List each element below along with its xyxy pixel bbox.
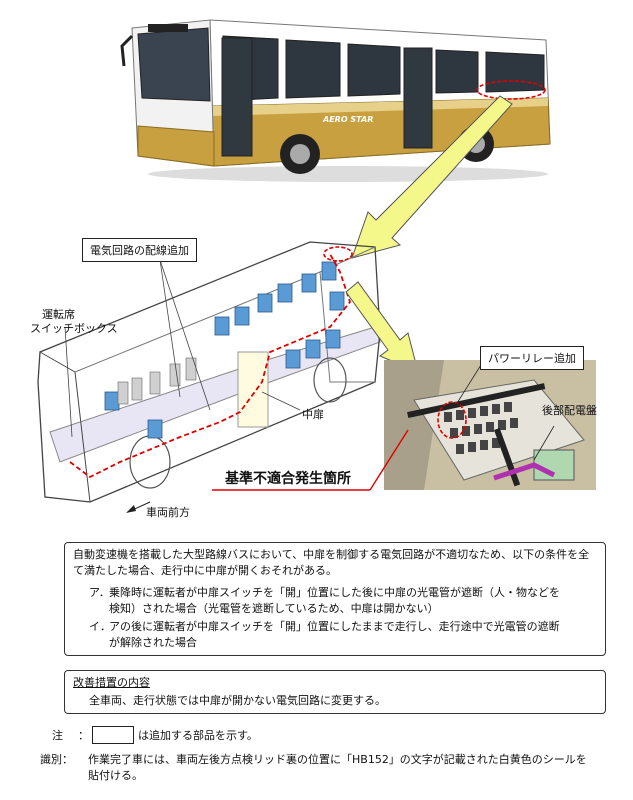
circuit-added-label: 電気回路の配線追加 <box>82 238 197 262</box>
bus-cutaway-diagram <box>30 232 400 522</box>
item-a-line2: 検知）された場合（光電管を遮断しているため、中扉は開かない） <box>109 602 439 615</box>
power-relay-label: パワーリレー追加 <box>480 346 584 370</box>
bus-photo: AERO STAR <box>118 6 558 186</box>
remedy-title: 改善措置の内容 <box>73 676 150 689</box>
remedy-box: 改善措置の内容 全車両、走行状態では中扉が開かない電気回路に変更する。 <box>64 670 606 714</box>
note-colon: ： <box>78 729 89 742</box>
item-i-mark: イ． <box>89 620 111 633</box>
item-a-mark: ア． <box>89 586 110 599</box>
middle-door-label: 中扉 <box>302 408 324 421</box>
legend-box-symbol <box>92 726 134 744</box>
item-a-line1: 乗降時に運転者が中扉スイッチを「開」位置にした後に中扉の光電管が遮断（人・物など… <box>109 586 560 599</box>
note-label: 注 <box>52 729 63 742</box>
item-i-line1: アの後に運転者が中扉スイッチを「開」位置にしたままで走行し、走行途中で光電管の遮… <box>109 620 560 633</box>
relay-detail-image <box>384 359 596 490</box>
defect-location-label: 基準不適合発生箇所 <box>225 471 351 487</box>
id-label: 識別： <box>40 753 73 766</box>
description-box: 自動変速機を搭載した大型路線バスにおいて、中扉を制御する電気回路が不適切なため、… <box>64 542 606 656</box>
photo-highlight-ellipse <box>476 80 546 100</box>
description-intro: 自動変速機を搭載した大型路線バスにおいて、中扉を制御する電気回路が不適切なため、… <box>73 548 590 577</box>
note-text: は追加する部品を示す。 <box>138 729 258 742</box>
id-line1: 作業完了車には、車両左後方点検リッド裏の位置に「HB152」の文字が記載された白… <box>88 753 587 766</box>
rear-panel-label: 後部配電盤 <box>542 404 597 417</box>
remedy-text: 全車両、走行状態では中扉が開かない電気回路に変更する。 <box>89 694 386 707</box>
driver-switchbox-label-1: 運転席 <box>42 308 75 321</box>
item-i-line2: が解除された場合 <box>109 636 197 649</box>
vehicle-front-label: 車両前方 <box>146 506 190 519</box>
wiring-route <box>69 253 352 479</box>
driver-switchbox-label-2: スイッチボックス <box>30 322 118 335</box>
bus-brand-text: AERO STAR <box>322 115 373 124</box>
id-line2: 貼付ける。 <box>88 769 143 782</box>
